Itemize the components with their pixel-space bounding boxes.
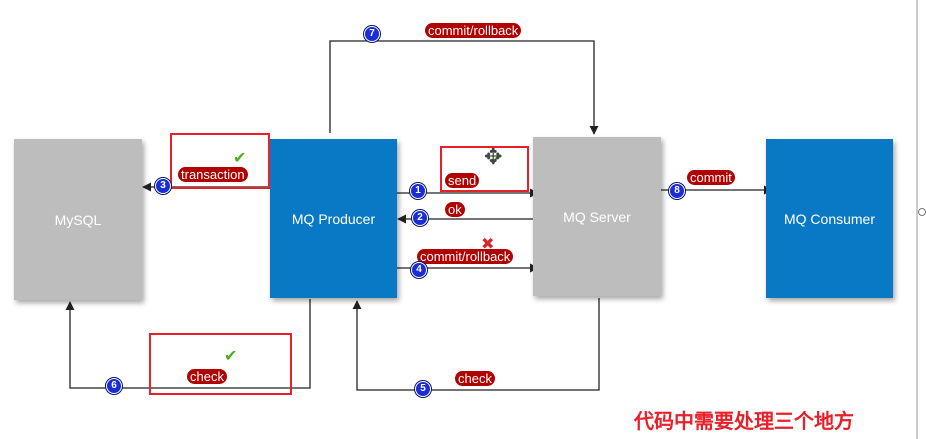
edge-5-label: check	[455, 371, 495, 386]
check-mark-icon: ✔	[489, 150, 503, 169]
mysql-node: MySQL	[14, 139, 142, 300]
mq-server-label: MQ Server	[563, 208, 631, 225]
resize-handle[interactable]	[918, 208, 926, 216]
edge-5-line	[352, 298, 600, 391]
send-highlight-box	[440, 146, 529, 192]
cross-mark-icon: ✖	[481, 234, 495, 253]
mq-consumer-label: MQ Consumer	[783, 210, 876, 227]
check-highlight-box	[149, 333, 292, 395]
transaction-highlight-box	[170, 133, 270, 189]
edge-2-label: ok	[445, 202, 465, 217]
check-mark-icon: ✔	[224, 346, 238, 365]
mq-producer-label: MQ Producer	[291, 210, 376, 227]
step-1-badge: 1	[410, 183, 426, 199]
edge-4-label: commit/rollback	[417, 249, 514, 264]
mq-server-node: MQ Server	[533, 137, 661, 296]
move-cursor-icon: ✥	[484, 145, 503, 170]
caption-text: 代码中需要处理三个地方	[634, 409, 854, 433]
scrollbar-track[interactable]	[916, 0, 918, 439]
mysql-label: MySQL	[54, 211, 102, 228]
step-5-badge: 5	[415, 381, 431, 397]
edge-6-line	[65, 299, 311, 389]
mq-consumer-node: MQ Consumer	[766, 139, 893, 298]
step-4-badge: 4	[411, 262, 427, 278]
check-mark-icon: ✔	[233, 148, 247, 167]
step-3-badge: 3	[155, 178, 171, 194]
edge-6-label: check	[187, 369, 227, 384]
edge-7-label: commit/rollback	[425, 23, 522, 38]
step-2-badge: 2	[412, 210, 428, 226]
edge-1-label: send	[445, 173, 480, 188]
edge-8-label: commit	[687, 170, 735, 185]
edge-3-label: transaction	[178, 167, 248, 182]
step-6-badge: 6	[106, 378, 122, 394]
edge-7-line	[329, 40, 599, 135]
step-8-badge: 8	[669, 183, 685, 199]
mq-producer-node: MQ Producer	[270, 139, 397, 298]
step-7-badge: 7	[364, 26, 380, 42]
